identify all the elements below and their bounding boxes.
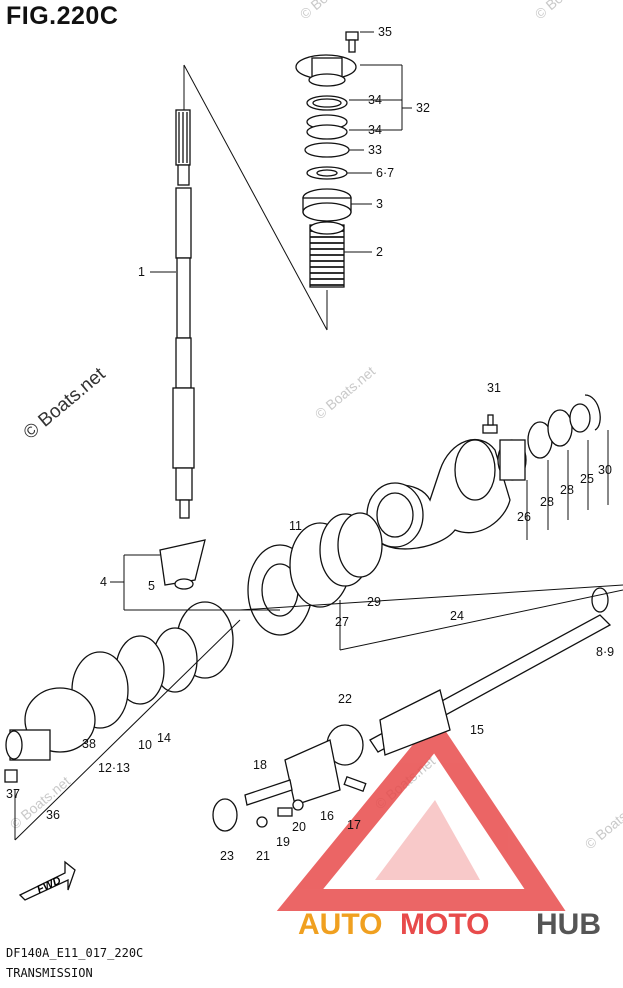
part-label-3: 3: [376, 197, 383, 211]
part-label-26: 26: [517, 510, 531, 524]
logo-mark: [276, 716, 566, 911]
part-label-20: 20: [292, 820, 306, 834]
part-label-5: 5: [148, 579, 155, 593]
part-label-38: 38: [82, 737, 96, 751]
part-label-29: 29: [367, 595, 381, 609]
guide-lines: [150, 31, 412, 331]
lower-guide-lines: [14, 430, 623, 841]
part-label-22: 22: [338, 692, 352, 706]
logo-part-auto: AUTO: [298, 908, 382, 941]
propeller-shaft: [369, 587, 612, 756]
part-label-28a: 28: [560, 483, 574, 497]
gear-housing: [366, 394, 601, 550]
part-label-34a: 34: [368, 93, 382, 107]
part-label-67: 6·7: [376, 166, 394, 180]
drive-shaft: [172, 109, 195, 519]
watermark-small-2: © Boats.net: [532, 0, 599, 22]
watermark-small-6: © Boats.net: [582, 793, 623, 852]
part-label-14: 14: [157, 731, 171, 745]
part-label-27: 27: [335, 615, 349, 629]
part-label-18: 18: [253, 758, 267, 772]
forward-gear-assembly: [4, 635, 165, 783]
watermark-small-3: © Boats.net: [312, 363, 379, 422]
part-label-33: 33: [368, 143, 382, 157]
fwd-label: FWD: [35, 875, 63, 896]
figure-caption: TRANSMISSION: [6, 966, 93, 980]
part-label-31: 31: [487, 381, 501, 395]
part-label-32: 32: [416, 101, 430, 115]
clutch-assembly: [212, 724, 367, 832]
part-label-4: 4: [100, 575, 107, 589]
part-label-10: 10: [138, 738, 152, 752]
fwd-arrow: FWD: [18, 860, 76, 901]
part-label-28b: 28: [540, 495, 554, 509]
part-label-21: 21: [256, 849, 270, 863]
part-label-23: 23: [220, 849, 234, 863]
part-label-24: 24: [450, 609, 464, 623]
part-label-1: 1: [138, 265, 145, 279]
part-label-89: 8·9: [596, 645, 614, 659]
part-label-37: 37: [6, 787, 20, 801]
part-label-30: 30: [598, 463, 612, 477]
pinion-stack: [295, 31, 359, 288]
part-label-25: 25: [580, 472, 594, 486]
part-label-35: 35: [378, 25, 392, 39]
logo-part-hub: HUB: [536, 908, 601, 941]
part-label-19: 19: [276, 835, 290, 849]
part-label-2: 2: [376, 245, 383, 259]
part-label-17: 17: [347, 818, 361, 832]
watermark-main: © Boats.net: [20, 363, 110, 444]
logo-part-moto: MOTO: [400, 908, 489, 941]
part-label-11: 11: [289, 519, 302, 533]
part-label-34b: 34: [368, 123, 382, 137]
part-label-1213: 12·13: [98, 761, 130, 775]
figure-code: DF140A_E11_017_220C: [6, 946, 144, 960]
figure-title: FIG.220C: [6, 2, 119, 30]
part-label-15: 15: [470, 723, 484, 737]
logo-text: AUTO MOTO HUB: [298, 908, 601, 941]
part-label-36: 36: [46, 808, 60, 822]
watermark-small-1: © Boats.net: [297, 0, 364, 22]
part-label-16: 16: [320, 809, 334, 823]
